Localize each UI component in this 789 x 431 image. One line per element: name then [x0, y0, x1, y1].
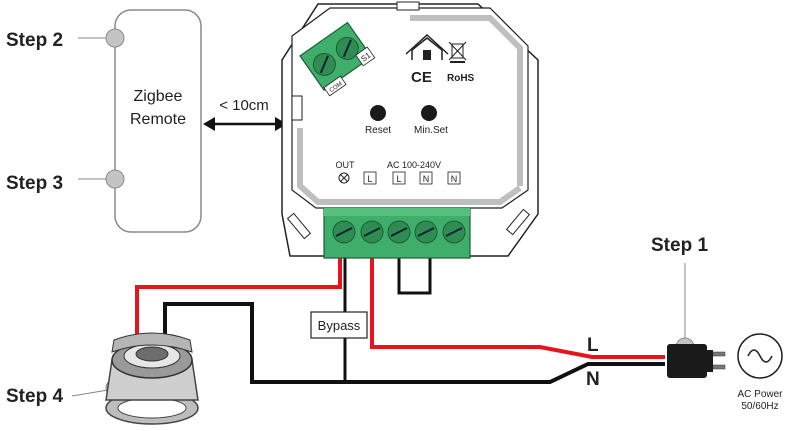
rohs-mark: RoHS	[447, 73, 475, 84]
ac-power-symbol: AC Power 50/60Hz	[737, 333, 783, 412]
bypass-label: Bypass	[318, 318, 361, 333]
reset-button	[370, 105, 386, 121]
ac-range-label: AC 100-240V	[387, 160, 441, 170]
min-set-button	[421, 105, 437, 121]
terminal-labels: L L N N	[363, 171, 461, 185]
jumper-loop	[397, 256, 432, 295]
indoor-use-icon	[405, 33, 449, 60]
remote-label-line1: Zigbee	[134, 88, 183, 105]
screw-slot-1	[335, 227, 353, 237]
sine-wave-icon	[747, 349, 773, 363]
live-wire-supply	[370, 256, 665, 359]
neutral-wire	[163, 302, 665, 384]
terminal-label-4: N	[451, 174, 458, 184]
screw-slot-5	[445, 227, 463, 237]
ac-frequency-label: 50/60Hz	[741, 401, 778, 412]
step2-label: Step 2	[6, 30, 63, 51]
arrow-right-icon	[275, 117, 287, 131]
remote-label-line2: Remote	[130, 111, 186, 128]
terminal-label-1: L	[367, 174, 372, 184]
main-terminal-block	[323, 207, 471, 259]
switch-terminal-block	[299, 21, 373, 92]
ce-mark: CE	[411, 69, 432, 86]
screw-slot-4	[417, 227, 435, 237]
step2-marker	[105, 28, 125, 48]
distance-label: < 10cm	[219, 97, 269, 114]
terminal-label-3: N	[423, 174, 430, 184]
out-label: OUT	[336, 160, 356, 170]
screw-slot-2	[363, 227, 381, 237]
live-wire-lamp	[135, 256, 342, 340]
wires	[135, 256, 665, 384]
reset-label: Reset	[365, 125, 391, 136]
arrow-left-icon	[203, 117, 215, 131]
distance-indicator: < 10cm	[203, 97, 287, 131]
terminal-label-2: L	[396, 174, 401, 184]
screw-slot-3	[390, 227, 408, 237]
step3-marker	[105, 169, 125, 189]
live-label: L	[587, 335, 599, 356]
controller-module: S1 COM CE RoHS Reset Min.Set OUT AC 100-…	[281, 1, 539, 259]
step1-label: Step 1	[651, 235, 708, 256]
lamp-output-icon	[338, 172, 350, 184]
lamp-fixture	[105, 332, 199, 425]
ac-power-label: AC Power	[737, 389, 783, 400]
weee-bin-icon	[448, 41, 467, 63]
bypass-component: Bypass	[310, 311, 368, 339]
zigbee-remote: Zigbee Remote	[114, 9, 202, 233]
min-set-label: Min.Set	[414, 125, 448, 136]
step4-label: Step 4	[6, 386, 63, 407]
power-plug	[667, 344, 726, 378]
step3-label: Step 3	[6, 173, 63, 194]
neutral-label: N	[586, 369, 600, 390]
